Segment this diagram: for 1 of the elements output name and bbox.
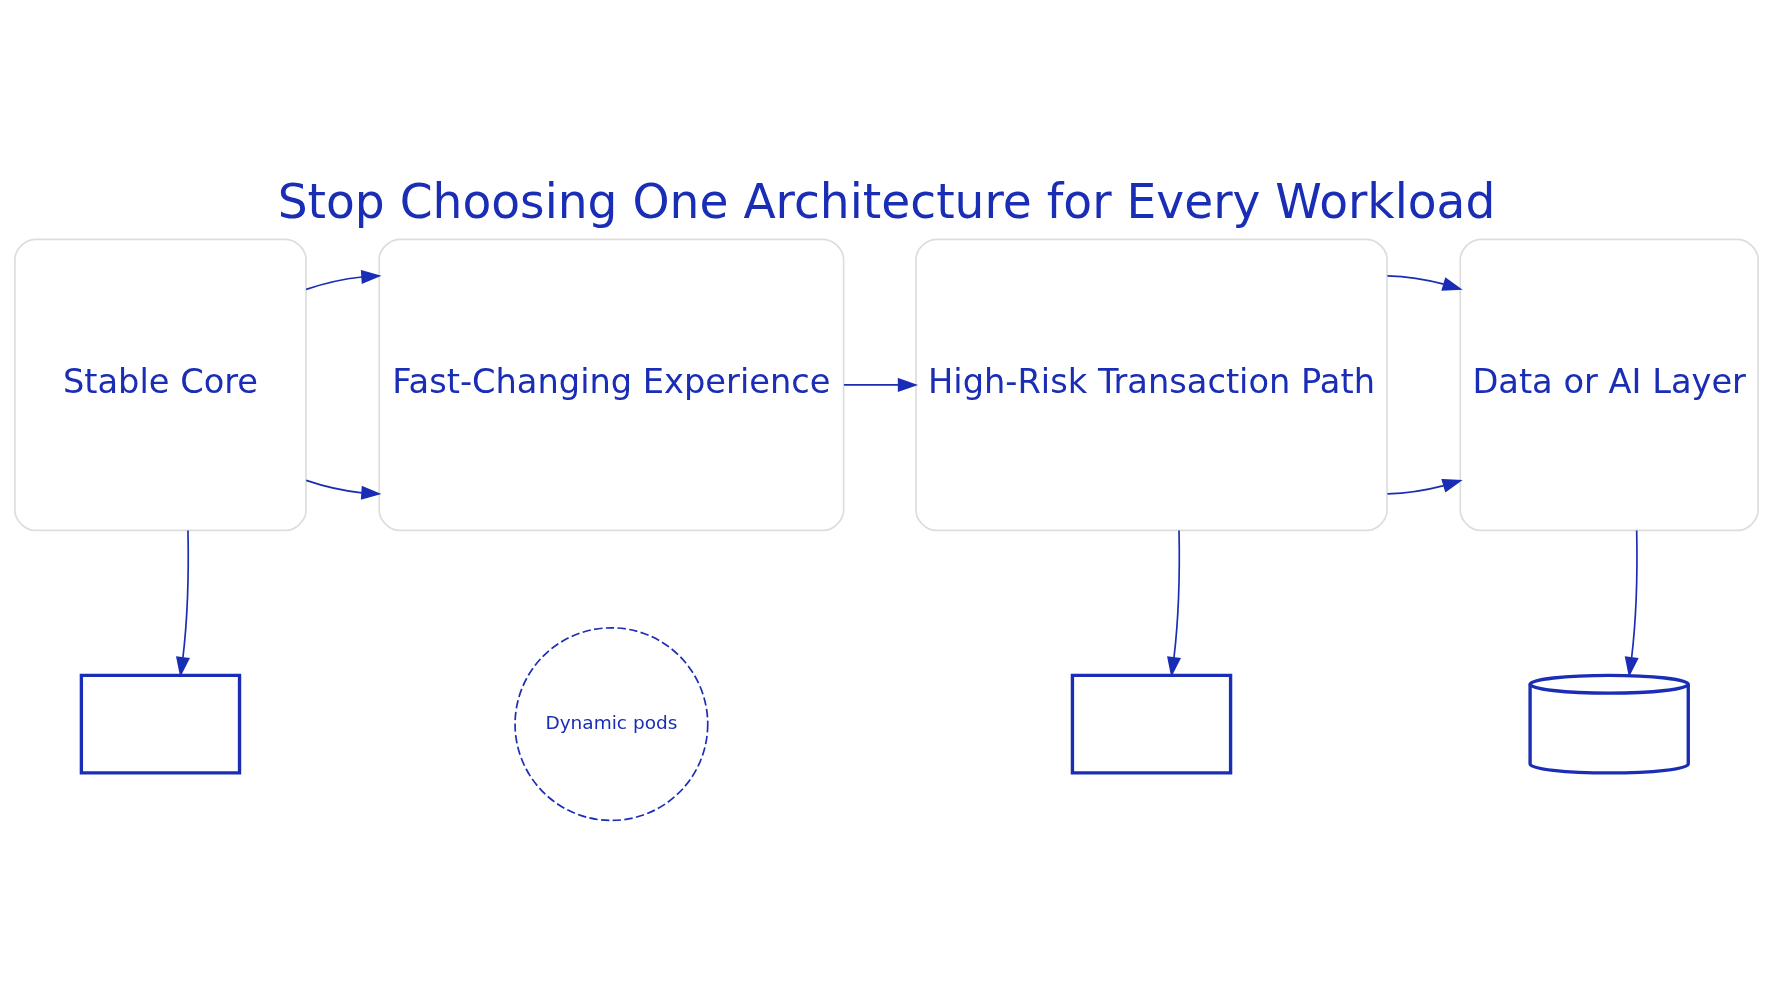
diagram-title: Stop Choosing One Architecture for Every Workload: [277, 173, 1496, 229]
